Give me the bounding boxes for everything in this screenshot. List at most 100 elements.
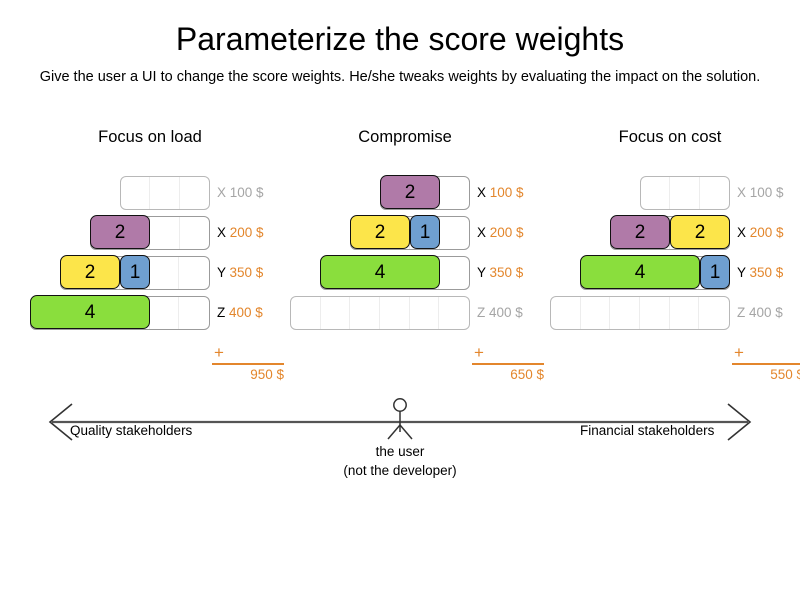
weight-track[interactable] (290, 296, 470, 330)
row-letter: Y (217, 265, 230, 280)
row-cost-label: Z 400 $ (737, 303, 783, 322)
weight-segment-yellow[interactable]: 2 (350, 215, 410, 249)
weight-track[interactable] (640, 176, 730, 210)
sum-rule (212, 363, 284, 365)
row-letter: Z (217, 305, 229, 320)
weight-track-cell[interactable] (699, 297, 729, 329)
weight-track-cell[interactable] (610, 297, 641, 329)
weight-track-cell[interactable] (150, 257, 180, 289)
row-amount: 400 $ (749, 305, 783, 320)
weight-segment-green[interactable]: 4 (320, 255, 440, 289)
weight-track-cell[interactable] (180, 217, 209, 249)
weight-track-cell[interactable] (150, 177, 180, 209)
weight-track-cell[interactable] (410, 297, 440, 329)
row-cost-label: X 100 $ (737, 183, 784, 202)
page-subtitle: Give the user a UI to change the score w… (39, 69, 761, 85)
column-header: Focus on cost (618, 128, 722, 146)
weight-track-cell[interactable] (670, 297, 700, 329)
row-amount: 400 $ (229, 305, 263, 320)
row-letter: X (737, 225, 750, 240)
sum-operator: + (734, 343, 744, 362)
weight-track-cell[interactable] (150, 217, 180, 249)
row-amount: 350 $ (749, 265, 784, 280)
row-letter: X (737, 185, 750, 200)
column-header: Focus on load (98, 128, 202, 146)
weight-track-cell[interactable] (551, 297, 581, 329)
weight-track-cell[interactable] (321, 297, 351, 329)
sum-rule (472, 363, 544, 365)
row-amount: 350 $ (489, 265, 524, 280)
row-cost-label: X 200 $ (477, 223, 524, 242)
weight-track-cell[interactable] (440, 177, 469, 209)
page-title: Parameterize the score weights (175, 21, 625, 57)
weight-segment-purple[interactable]: 2 (90, 215, 150, 249)
row-letter: Z (477, 305, 489, 320)
weight-segment-green[interactable]: 4 (30, 295, 150, 329)
weight-segment-purple[interactable]: 2 (380, 175, 440, 209)
row-cost-label: Z 400 $ (477, 303, 523, 322)
weight-track[interactable] (120, 176, 210, 210)
weight-track-cell[interactable] (180, 177, 209, 209)
axis-label-quality: Quality stakeholders (70, 423, 193, 438)
weight-track-cell[interactable] (640, 297, 670, 329)
weight-track-cell[interactable] (121, 177, 151, 209)
column-total: +650 $ (472, 343, 544, 384)
weight-segment-blue[interactable]: 1 (410, 215, 440, 249)
column-header: Compromise (358, 128, 452, 146)
row-amount: 100 $ (489, 185, 524, 200)
stakeholder-axis: Quality stakeholders Financial stakehold… (0, 392, 800, 502)
row-cost-label: Y 350 $ (737, 263, 783, 282)
row-cost-label: Z 400 $ (217, 303, 263, 322)
weight-segment-yellow[interactable]: 2 (670, 215, 730, 249)
user-caption-line1: the user (375, 444, 425, 459)
row-amount: 100 $ (229, 185, 264, 200)
row-amount: 100 $ (749, 185, 784, 200)
row-cost-label: Y 350 $ (477, 263, 523, 282)
sum-total-value: 550 $ (770, 367, 800, 382)
sum-total-value: 650 $ (510, 367, 544, 382)
row-letter: X (217, 225, 230, 240)
row-cost-label: X 200 $ (217, 223, 264, 242)
row-cost-label: Y 350 $ (217, 263, 263, 282)
weight-segment-blue[interactable]: 1 (120, 255, 150, 289)
weight-segment-purple[interactable]: 2 (610, 215, 670, 249)
sum-operator: + (474, 343, 484, 362)
column-total: +950 $ (212, 343, 284, 384)
row-amount: 350 $ (229, 265, 264, 280)
weight-track-cell[interactable] (380, 297, 410, 329)
weight-track-cell[interactable] (641, 177, 671, 209)
weight-track-cell[interactable] (581, 297, 611, 329)
weight-track-cell[interactable] (150, 297, 180, 329)
weight-segment-yellow[interactable]: 2 (60, 255, 120, 289)
row-letter: X (477, 225, 490, 240)
row-letter: Y (477, 265, 490, 280)
row-letter: X (217, 185, 230, 200)
axis-label-financial: Financial stakeholders (580, 423, 715, 438)
row-amount: 400 $ (489, 305, 523, 320)
row-letter: Y (737, 265, 750, 280)
weight-track-cell[interactable] (700, 177, 729, 209)
row-cost-label: X 100 $ (477, 183, 524, 202)
weight-segment-green[interactable]: 4 (580, 255, 700, 289)
row-cost-label: X 100 $ (217, 183, 264, 202)
weight-track-cell[interactable] (439, 297, 469, 329)
row-amount: 200 $ (489, 225, 524, 240)
weight-track-cell[interactable] (670, 177, 700, 209)
weight-track-cell[interactable] (439, 257, 469, 289)
weight-track-cell[interactable] (350, 297, 381, 329)
row-cost-label: X 200 $ (737, 223, 784, 242)
weight-track-cell[interactable] (440, 217, 469, 249)
weight-track[interactable] (550, 296, 730, 330)
weight-track-cell[interactable] (291, 297, 321, 329)
row-letter: X (477, 185, 490, 200)
user-caption: the user (not the developer) (300, 442, 500, 480)
row-amount: 200 $ (229, 225, 264, 240)
column-total: +550 $ (732, 343, 800, 384)
row-letter: Z (737, 305, 749, 320)
sum-operator: + (214, 343, 224, 362)
weight-track-cell[interactable] (179, 297, 209, 329)
weight-track-cell[interactable] (179, 257, 209, 289)
axis-arrow-icon (48, 398, 752, 441)
sum-rule (732, 363, 800, 365)
weight-segment-blue[interactable]: 1 (700, 255, 730, 289)
